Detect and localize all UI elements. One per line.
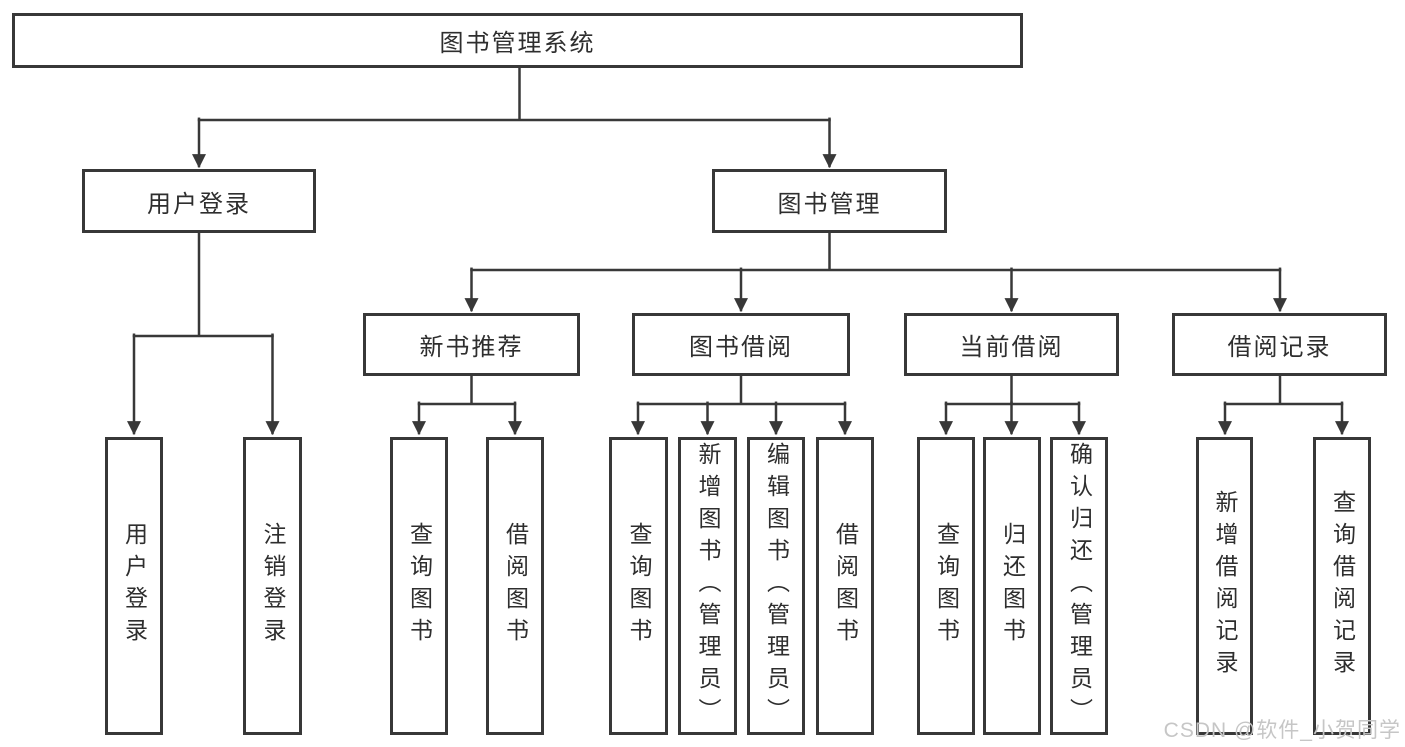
leaf-label: 新增图书（管理员） <box>695 442 721 730</box>
leaf-return-books: 归还图书 <box>983 437 1041 735</box>
leaf-logout: 注销登录 <box>243 437 302 735</box>
leaf-label: 确认归还（管理员） <box>1066 442 1093 730</box>
leaf-borrow-books: 借阅图书 <box>486 437 544 735</box>
csdn-watermark: CSDN @软件_小贺同学 <box>1163 719 1401 742</box>
node-label: 图书借阅 <box>689 334 793 361</box>
leaf-label: 注销登录 <box>260 522 286 650</box>
leaf-label: 编辑图书（管理员） <box>763 442 790 730</box>
node-user-login: 用户登录 <box>82 169 316 233</box>
leaf-label: 查询图书 <box>406 522 433 650</box>
leaf-edit-books-admin: 编辑图书（管理员） <box>747 437 805 735</box>
leaf-query-books: 查询图书 <box>917 437 975 735</box>
leaf-query-borrow-record: 查询借阅记录 <box>1313 437 1371 735</box>
node-new-book-recommendation: 新书推荐 <box>363 313 580 376</box>
leaf-label: 归还图书 <box>999 522 1026 650</box>
node-book-borrowing: 图书借阅 <box>632 313 850 376</box>
leaf-label: 借阅图书 <box>502 522 529 650</box>
leaf-add-books-admin: 新增图书（管理员） <box>678 437 737 735</box>
leaf-label: 查询图书 <box>626 522 652 650</box>
leaf-label: 查询借阅记录 <box>1329 490 1356 682</box>
leaf-query-books: 查询图书 <box>609 437 668 735</box>
leaf-confirm-return-admin: 确认归还（管理员） <box>1050 437 1108 735</box>
node-label: 借阅记录 <box>1227 334 1332 361</box>
node-label: 用户登录 <box>147 190 251 218</box>
node-label: 图书管理 <box>777 190 882 218</box>
leaf-label: 查询图书 <box>933 522 960 650</box>
leaf-label: 用户登录 <box>121 522 148 650</box>
node-label: 当前借阅 <box>959 334 1064 361</box>
leaf-user-login: 用户登录 <box>105 437 163 735</box>
node-current-borrowing: 当前借阅 <box>904 313 1119 376</box>
node-label: 图书管理系统 <box>439 30 596 57</box>
node-label: 新书推荐 <box>419 334 524 361</box>
leaf-borrow-books: 借阅图书 <box>816 437 874 735</box>
leaf-label: 借阅图书 <box>832 522 859 650</box>
leaf-add-borrow-record: 新增借阅记录 <box>1196 437 1253 735</box>
node-book-management: 图书管理 <box>712 169 947 233</box>
node-borrowing-records: 借阅记录 <box>1172 313 1387 376</box>
node-library-management-system: 图书管理系统 <box>12 13 1023 68</box>
leaf-query-books: 查询图书 <box>390 437 448 735</box>
leaf-label: 新增借阅记录 <box>1212 490 1238 682</box>
